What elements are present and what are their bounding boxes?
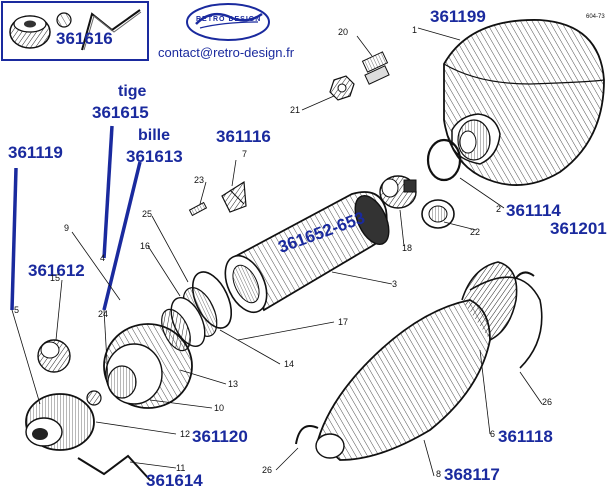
callout-18: 18	[402, 243, 413, 253]
callout-leaders	[11, 27, 543, 477]
callout-4: 4	[100, 253, 106, 263]
callout-8: 8	[436, 469, 442, 479]
ref-361616: 361616	[56, 29, 113, 48]
callout-1: 1	[412, 25, 418, 35]
o-ring-part	[426, 138, 462, 182]
callout-10: 10	[214, 403, 225, 413]
ring-part	[86, 323, 193, 409]
ref-361612: 361612	[28, 261, 85, 280]
callout-6: 6	[490, 429, 496, 439]
ref-361201: 361201	[550, 219, 607, 238]
valve-and-nut	[379, 175, 455, 229]
ref-361613: 361613	[126, 147, 183, 166]
clip-left-part	[295, 425, 319, 445]
callout-16: 16	[140, 241, 151, 251]
ref-361118: 361118	[498, 427, 553, 446]
callout-22: 22	[470, 227, 481, 237]
callout-15: 15	[50, 273, 61, 283]
ref-361114: 361114	[506, 201, 561, 220]
sphere-part	[443, 19, 605, 186]
word-bille: bille	[138, 127, 171, 144]
callout-21: 21	[290, 105, 301, 115]
word-tige: tige	[118, 83, 147, 100]
cup-part	[37, 339, 71, 373]
callout-7: 7	[242, 149, 248, 159]
dust-cover-part	[25, 393, 95, 451]
inset-parts-drawing	[9, 9, 142, 51]
callout-13: 13	[228, 379, 239, 389]
callout-26-left: 26	[262, 465, 273, 475]
callout-20: 20	[338, 27, 349, 37]
ref-368117: 368117	[444, 465, 500, 484]
callout-25: 25	[142, 209, 153, 219]
wire-clip-part	[77, 454, 151, 481]
logo-text: RETRO DESIGN	[196, 16, 262, 23]
callout-26-right: 26	[542, 397, 553, 407]
contact-email[interactable]: contact@retro-design.fr	[158, 45, 295, 60]
callout-11: 11	[176, 463, 186, 473]
ref-361615: 361615	[92, 103, 149, 122]
ref-361199: 361199	[430, 7, 486, 26]
clip-right-part	[515, 271, 535, 279]
drawing-code: 604-73	[586, 14, 605, 20]
inset-frame	[1, 1, 149, 61]
callout-12: 12	[180, 429, 191, 439]
rubber-boot	[315, 261, 543, 461]
clip-and-screw	[188, 180, 247, 217]
ref-361614: 361614	[146, 471, 203, 490]
callout-9: 9	[64, 223, 70, 233]
callout-2: 2	[496, 204, 502, 214]
callout-3: 3	[392, 279, 398, 289]
callout-14: 14	[284, 359, 295, 369]
ref-361120: 361120	[192, 427, 248, 446]
callout-5: 5	[14, 305, 20, 315]
bolt-and-nut	[329, 51, 390, 101]
ref-361116: 361116	[216, 127, 271, 146]
callout-17: 17	[338, 317, 349, 327]
callout-24: 24	[98, 309, 109, 319]
ref-361119: 361119	[8, 143, 63, 162]
retro-design-logo	[186, 3, 270, 41]
main-cylinder	[224, 191, 390, 314]
callout-23: 23	[194, 175, 205, 185]
